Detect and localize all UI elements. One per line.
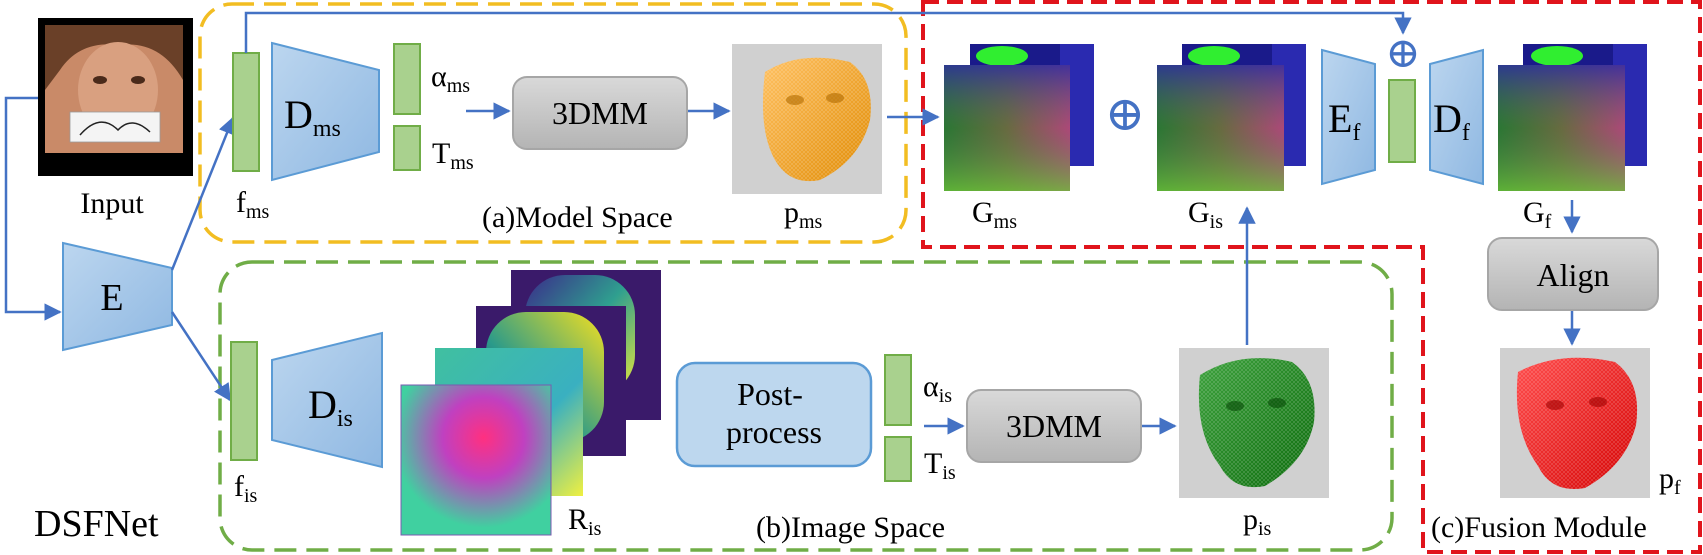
plus-operator-1: ⊕	[1105, 88, 1145, 141]
pms-face-mesh	[732, 44, 882, 194]
alpha-is-block	[884, 354, 912, 426]
encoder-ef	[1321, 48, 1376, 186]
input-label: Input	[80, 187, 144, 220]
postprocess-line-2: process	[726, 414, 822, 450]
3dmm-is-label: 3DMM	[1006, 408, 1102, 444]
postprocess-box	[675, 361, 873, 468]
plus-operator-2: ⊕	[1385, 31, 1420, 77]
df-label: Df	[1433, 96, 1470, 146]
postprocess-label: Post- process	[726, 376, 822, 450]
encoder-e-label: E	[100, 277, 123, 319]
encoder-e	[62, 241, 173, 352]
alpha-is-label: αis	[923, 370, 952, 407]
gms-label: Gms	[972, 196, 1017, 233]
image-space-box	[218, 260, 1394, 552]
pms-label: pms	[784, 196, 823, 233]
fis-label: fis	[234, 470, 258, 507]
ris-map-stack	[400, 270, 661, 536]
decoder-df	[1429, 48, 1484, 186]
fms-skip-connection	[244, 11, 1412, 53]
pf-face-mesh	[1500, 348, 1650, 498]
postprocess-line-1: Post-	[737, 376, 803, 412]
align-box	[1487, 237, 1659, 311]
gf-label: Gf	[1523, 196, 1552, 233]
fusion-module-caption: (c)Fusion Module	[1431, 511, 1647, 544]
3dmm-is-box	[966, 389, 1142, 463]
pis-face-mesh	[1179, 348, 1329, 498]
image-space-caption: (b)Image Space	[756, 511, 945, 544]
pis-label: pis	[1243, 503, 1272, 540]
alpha-ms-label: αms	[431, 60, 470, 97]
decoder-dis	[271, 331, 383, 469]
fms-label: fms	[236, 186, 270, 223]
encoder-to-fis-arrow	[170, 311, 232, 402]
fusion-bottleneck	[1388, 79, 1416, 163]
fusion-module-box	[921, 0, 1702, 554]
trans-ms-block	[393, 125, 421, 171]
gis-map-stack	[1157, 44, 1306, 191]
gis-label: Gis	[1188, 196, 1223, 233]
pf-label: pf	[1659, 462, 1681, 499]
decoder-dms	[271, 41, 380, 182]
3dmm-ms-box	[512, 76, 688, 150]
model-space-caption: (a)Model Space	[482, 201, 673, 234]
network-title: DSFNet	[34, 503, 159, 545]
ef-label: Ef	[1328, 96, 1360, 146]
model-space-box	[198, 2, 908, 244]
input-face-image	[38, 18, 193, 176]
gms-map-stack	[944, 44, 1094, 191]
align-label: Align	[1537, 257, 1610, 293]
feature-fis	[230, 341, 258, 461]
dis-label: Dis	[308, 382, 353, 432]
gf-map-stack	[1498, 44, 1647, 191]
ris-label: Ris	[568, 503, 602, 540]
encoder-to-fms-arrow	[170, 116, 236, 271]
alpha-ms-block	[393, 43, 421, 115]
input-to-encoder-arrow	[4, 96, 62, 321]
3dmm-ms-label: 3DMM	[552, 95, 648, 131]
trans-is-label: Tis	[924, 447, 956, 484]
trans-is-block	[884, 436, 912, 482]
trans-ms-label: Tms	[432, 137, 474, 174]
dms-label: Dms	[284, 92, 341, 142]
feature-fms	[232, 52, 260, 172]
